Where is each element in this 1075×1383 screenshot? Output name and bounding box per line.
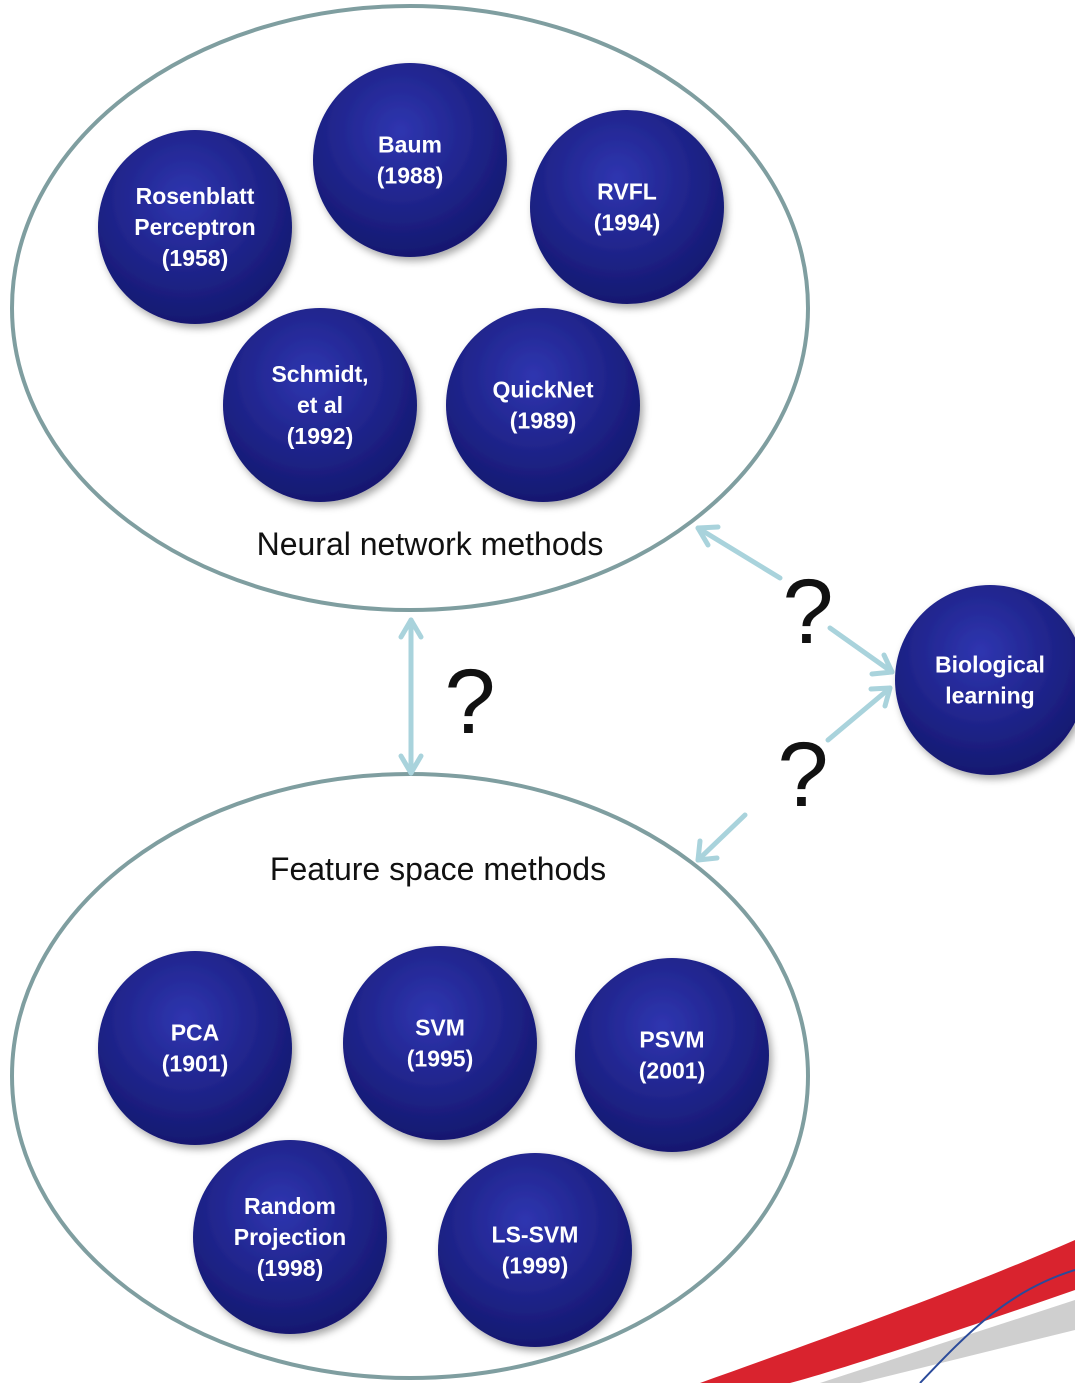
node-schmidt-et-al: Schmidt, et al (1992) — [223, 308, 417, 502]
arrow-feature-to-bio-segment-2 — [695, 812, 748, 863]
node-pca-label-line: (1901) — [162, 1051, 228, 1077]
node-random-projection-label-line: (1998) — [257, 1255, 323, 1281]
neural-network-group-label: Neural network methods — [257, 526, 604, 562]
node-psvm-label-line: PSVM — [639, 1027, 704, 1053]
node-rosenblatt-perceptron-label-line: Rosenblatt — [136, 183, 255, 209]
node-svm-label-line: (1995) — [407, 1046, 473, 1072]
node-schmidt-et-al-label-line: (1992) — [287, 423, 353, 449]
node-rosenblatt-perceptron-label-line: (1958) — [162, 245, 228, 271]
arrow-neural-to-bio-head-bio — [869, 652, 895, 677]
node-rvfl: RVFL (1994) — [530, 110, 724, 304]
node-pca-label-line: PCA — [171, 1020, 220, 1046]
node-ls-svm-label-line: LS-SVM — [492, 1222, 579, 1248]
arrow-neural-to-bio-head-neural — [695, 524, 721, 548]
node-pca-circle — [98, 951, 292, 1145]
node-quicknet-circle — [446, 308, 640, 502]
arrow-neural-to-bio-segment-1 — [695, 525, 783, 581]
node-rosenblatt-perceptron-label-line: Perceptron — [134, 214, 255, 240]
node-ls-svm-circle — [438, 1153, 632, 1347]
decorative-stripes — [700, 1240, 1075, 1383]
arrow-between-groups-head-bottom — [398, 753, 424, 776]
question-mark-feature-to-bio: ? — [777, 724, 828, 826]
node-biological-learning-label-line: Biological — [935, 652, 1045, 678]
stripe-gray — [820, 1300, 1075, 1383]
node-ls-svm-label-line: (1999) — [502, 1253, 568, 1279]
node-quicknet: QuickNet (1989) — [446, 308, 640, 502]
node-biological-learning-circle — [895, 585, 1075, 775]
node-psvm-label-line: (2001) — [639, 1058, 705, 1084]
arrow-neural-to-bio-segment-2 — [827, 625, 895, 675]
stripe-red — [700, 1240, 1075, 1383]
node-rvfl-label-line: (1994) — [594, 210, 660, 236]
node-baum-label-line: Baum — [378, 132, 442, 158]
arrows — [398, 524, 895, 863]
node-random-projection-label-line: Projection — [234, 1224, 346, 1250]
neural-network-group-ellipse — [10, 4, 810, 612]
node-svm-label-line: SVM — [415, 1015, 465, 1041]
question-mark-between-groups: ? — [444, 651, 495, 753]
node-biological-learning: Biological learning — [895, 585, 1075, 775]
arrow-feature-to-bio-head-feature — [695, 838, 720, 863]
node-psvm-circle — [575, 958, 769, 1152]
node-random-projection-circle — [193, 1140, 387, 1334]
node-schmidt-et-al-label-line: et al — [297, 392, 343, 418]
feature-space-group-label: Feature space methods — [270, 851, 606, 887]
node-baum-label-line: (1988) — [377, 163, 443, 189]
node-rvfl-circle — [530, 110, 724, 304]
node-biological-learning-label-line: learning — [945, 683, 1034, 709]
node-baum-circle — [313, 63, 507, 257]
node-quicknet-label-line: (1989) — [510, 408, 576, 434]
arrow-feature-to-bio-head-bio — [868, 685, 893, 709]
arrow-feature-to-bio-segment-1 — [825, 685, 893, 743]
arrow-between-groups-head-top — [398, 617, 424, 640]
node-pca: PCA (1901) — [98, 951, 292, 1145]
node-schmidt-et-al-circle — [223, 308, 417, 502]
node-baum: Baum (1988) — [313, 63, 507, 257]
node-rvfl-label-line: RVFL — [597, 179, 657, 205]
node-svm: SVM (1995) — [343, 946, 537, 1140]
node-schmidt-et-al-label-line: Schmidt, — [271, 361, 368, 387]
node-rosenblatt-perceptron-circle — [98, 130, 292, 324]
stripe-blue — [919, 1269, 1075, 1383]
question-mark-neural-to-bio: ? — [782, 561, 833, 663]
node-ls-svm: LS-SVM (1999) — [438, 1153, 632, 1347]
node-svm-circle — [343, 946, 537, 1140]
node-psvm: PSVM (2001) — [575, 958, 769, 1152]
node-random-projection-label-line: Random — [244, 1193, 336, 1219]
node-quicknet-label-line: QuickNet — [493, 377, 594, 403]
